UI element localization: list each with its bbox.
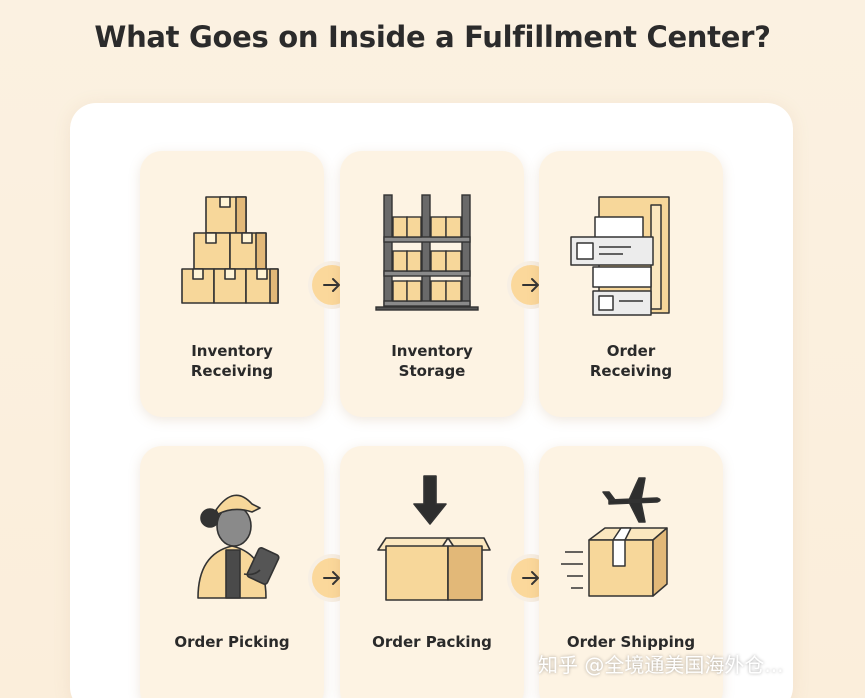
- step-label-inventory-storage: Inventory Storage: [391, 342, 473, 380]
- worker-clipboard-icon: [197, 494, 280, 599]
- step-label-order-shipping: Order Shipping: [566, 633, 696, 651]
- step-card-inventory-storage: Inventory Storage: [340, 151, 524, 417]
- step-card-order-picking: Order Picking: [140, 446, 324, 698]
- warehouse-shelf-icon: [375, 194, 479, 311]
- step-label-order-receiving: Order Receiving: [589, 342, 673, 380]
- source-watermark: 知乎 @全境通美国海外仓...: [538, 653, 784, 677]
- step-card-order-packing: Order Packing: [340, 446, 524, 698]
- step-label-inventory-receiving: Inventory Receiving: [190, 342, 274, 380]
- airplane-package-icon: [561, 477, 668, 597]
- step-card-order-shipping: Order Shipping: [539, 446, 723, 698]
- step-label-order-packing: Order Packing: [372, 633, 492, 651]
- page-title: What Goes on Inside a Fulfillment Center…: [94, 20, 771, 54]
- step-card-inventory-receiving: Inventory Receiving: [140, 151, 324, 417]
- open-box-down-arrow-icon: [377, 475, 491, 601]
- step-card-order-receiving: Order Receiving: [539, 151, 723, 417]
- step-label-order-picking: Order Picking: [174, 633, 290, 651]
- order-forms-icon: [570, 196, 670, 316]
- stacked-boxes-icon: [181, 196, 279, 304]
